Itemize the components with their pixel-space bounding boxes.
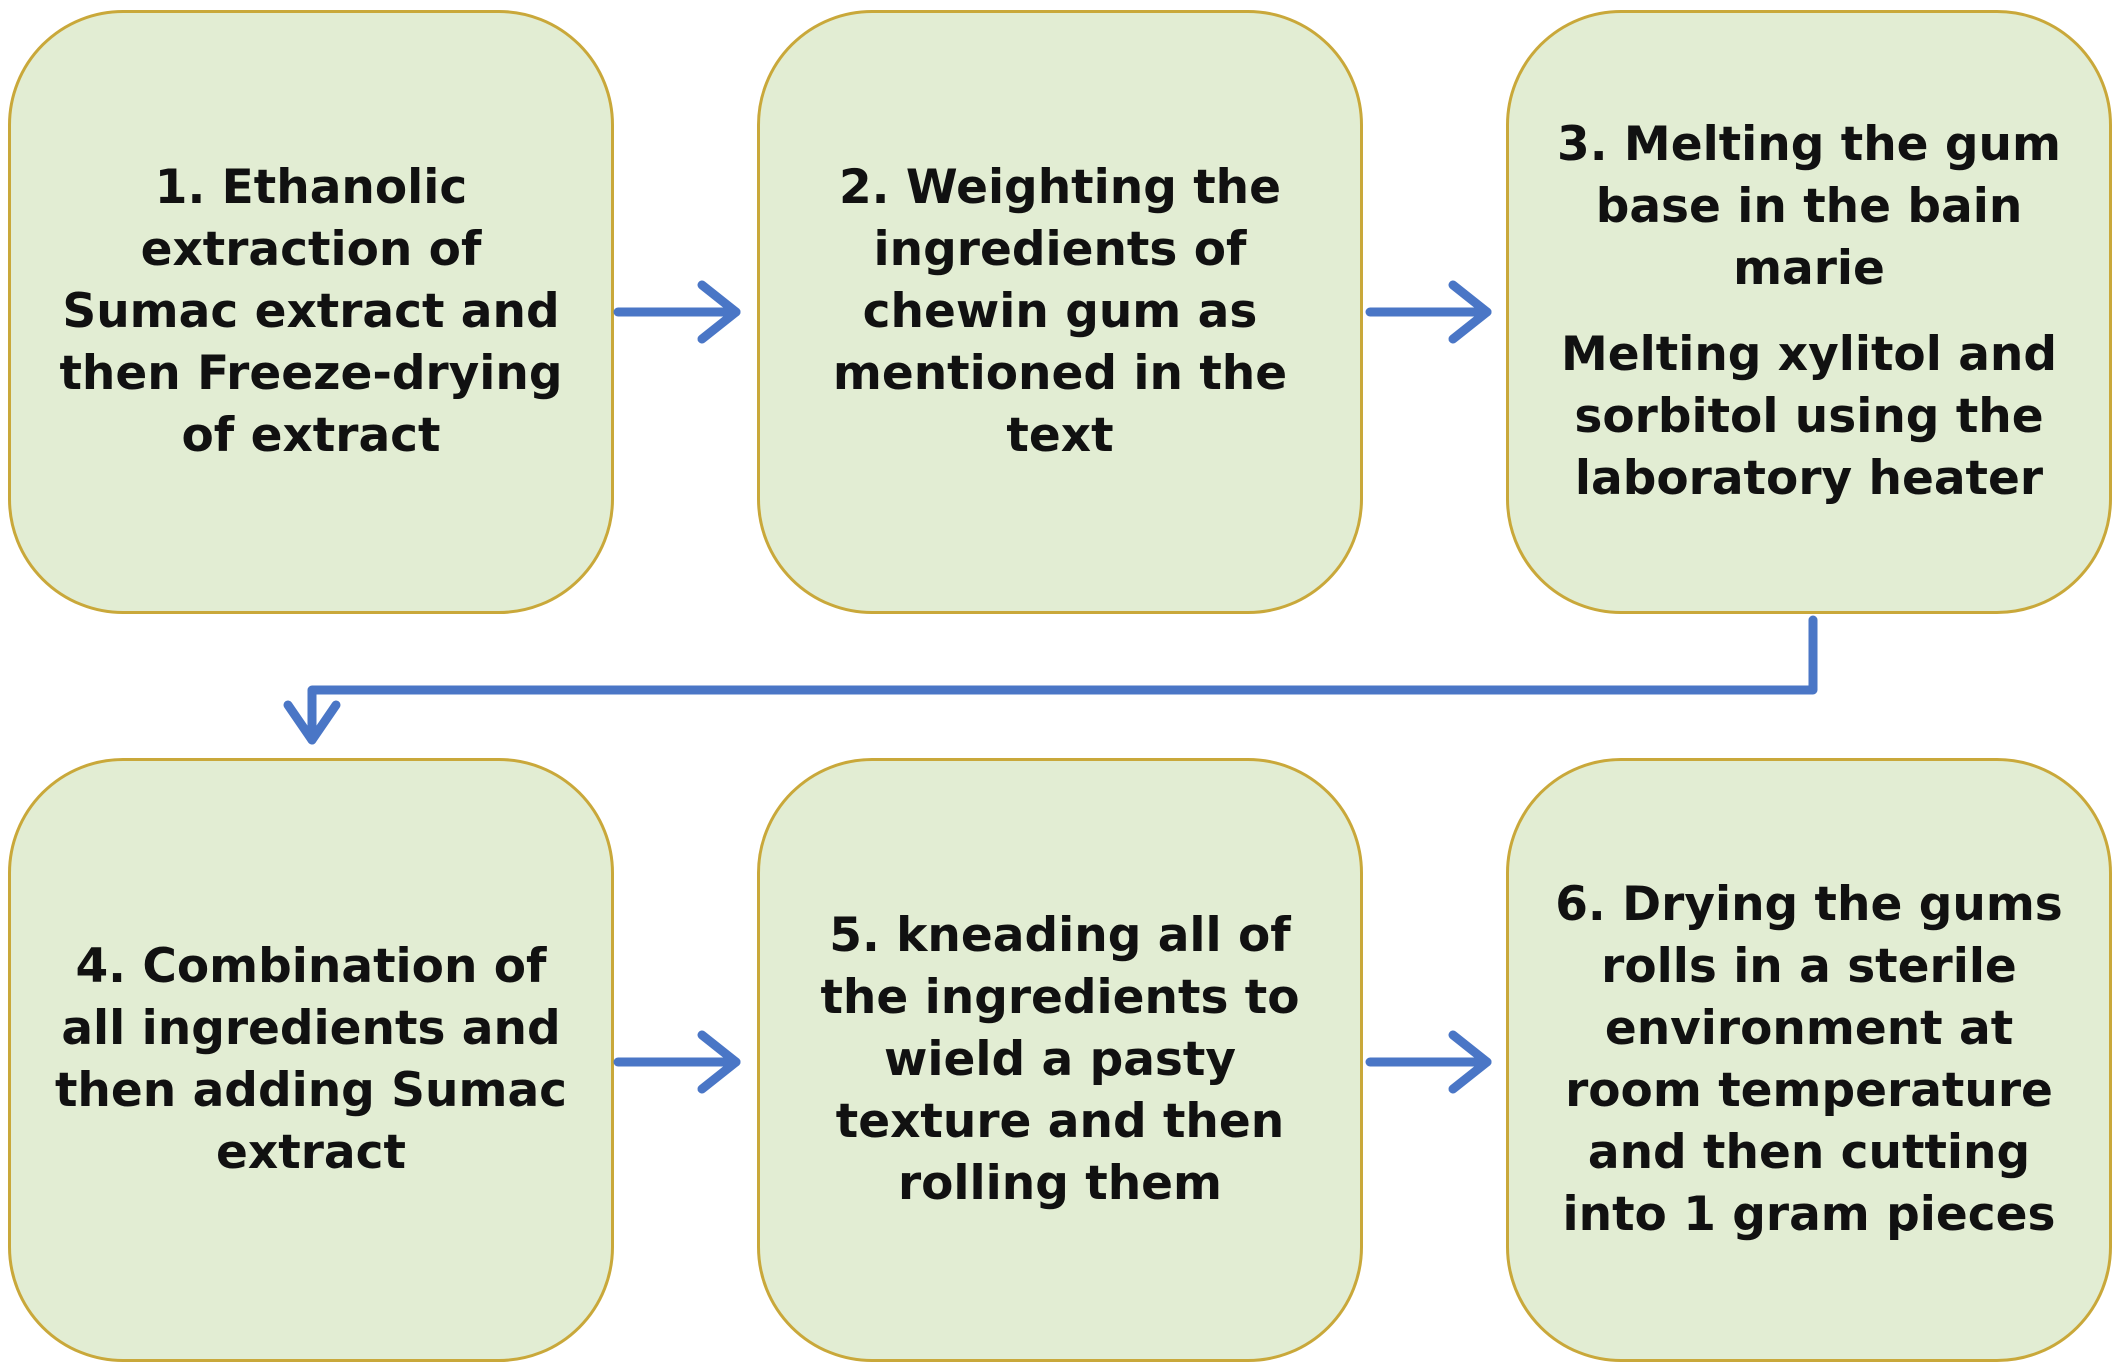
step-2-text: 2. Weighting the ingredients of chewin g…	[832, 160, 1288, 463]
arrow-2-to-3-head	[1448, 280, 1492, 344]
step-3-text: 3. Melting the gum base in the bain mari…	[1557, 117, 2061, 296]
step-box-5: 5. kneading all of the ingredients to wi…	[757, 758, 1363, 1362]
step-4-text: 4. Combination of all ingredients and th…	[54, 939, 568, 1180]
step-1-text: 1. Ethanolic extraction of Sumac extract…	[59, 160, 563, 463]
step-box-1: 1. Ethanolic extraction of Sumac extract…	[8, 10, 614, 614]
step-6-text: 6. Drying the gums rolls in a sterile en…	[1555, 877, 2063, 1242]
arrow-4-to-5-head	[697, 1030, 741, 1094]
arrow-1-to-2-head	[697, 280, 741, 344]
step-box-4: 4. Combination of all ingredients and th…	[8, 758, 614, 1362]
step-box-6: 6. Drying the gums rolls in a sterile en…	[1506, 758, 2112, 1362]
arrow-3-to-4-head	[283, 700, 341, 745]
arrow-5-to-6-head	[1448, 1030, 1492, 1094]
step-3-subtext: Melting xylitol and sorbitol using the l…	[1560, 327, 2058, 506]
step-box-2: 2. Weighting the ingredients of chewin g…	[757, 10, 1363, 614]
step-box-3: 3. Melting the gum base in the bain mari…	[1506, 10, 2112, 614]
step-5-text: 5. kneading all of the ingredients to wi…	[820, 908, 1300, 1211]
arrow-3-to-4-line	[307, 615, 1818, 745]
